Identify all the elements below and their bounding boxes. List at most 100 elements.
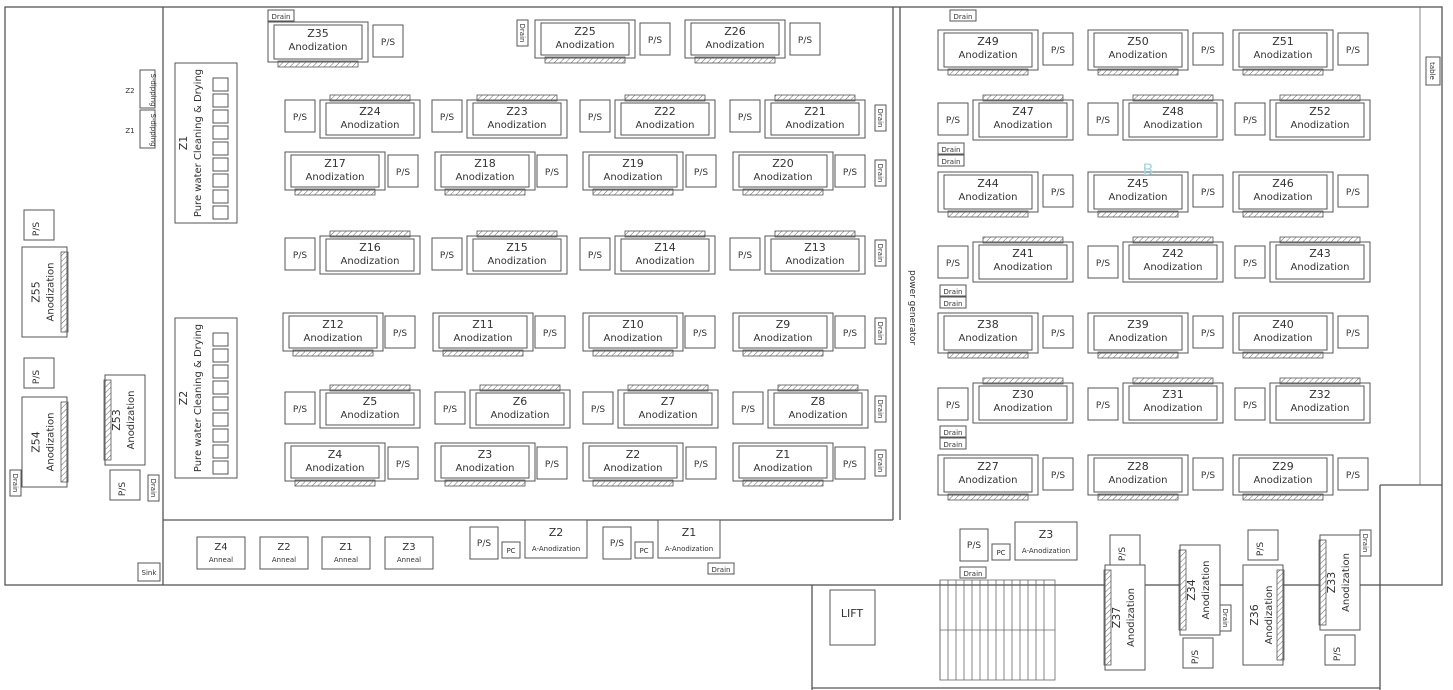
station-id: Z8 (811, 395, 826, 408)
power-supply (1337, 315, 1369, 349)
tank-inner (1128, 102, 1218, 138)
power-supply (1324, 634, 1356, 666)
station-id: Z24 (359, 105, 381, 118)
power-supply (579, 237, 611, 271)
tank-inner (620, 238, 710, 272)
power-supply-label: P/S (693, 329, 707, 339)
station-id: Z47 (1012, 105, 1034, 118)
power-supply (639, 22, 671, 56)
power-supply-label: P/S (443, 405, 457, 415)
drain: Drain (874, 449, 887, 477)
power-supply-label: P/S (1243, 401, 1257, 411)
station-id: Z33 (1325, 572, 1338, 594)
tank-inner (1093, 457, 1183, 493)
s-dipping-label: S-dipping (149, 113, 157, 146)
tank-hatch (60, 401, 69, 483)
power-supply-label: P/S (1243, 259, 1257, 269)
drain-label: Drain (944, 288, 963, 296)
station-process: Anodization (959, 192, 1018, 203)
tank-inner (588, 154, 678, 188)
station-id: Z12 (322, 318, 344, 331)
tank-hatch (294, 188, 376, 196)
drain-label: Drain (944, 429, 963, 437)
power-supply (789, 22, 821, 56)
power-supply (23, 357, 55, 389)
tank-hatch (947, 210, 1029, 218)
station-process: Anodization (1109, 475, 1168, 486)
station-id: Z29 (1272, 460, 1294, 473)
drain: Drain (267, 9, 295, 22)
station-id: Z35 (307, 27, 329, 40)
station-process: Anodization (1291, 403, 1350, 414)
station-process: Anodization (604, 333, 663, 344)
station-process: Anodization (786, 120, 845, 131)
station-process: Anodization (604, 172, 663, 183)
station-id: Z22 (654, 105, 676, 118)
power-supply (284, 99, 316, 133)
station-id: Z39 (1127, 318, 1149, 331)
power-supply-label: P/S (967, 541, 981, 551)
tank-hatch (294, 479, 376, 487)
tank-inner (325, 392, 415, 426)
station-id: Z30 (1012, 388, 1034, 401)
drain-label: Drain (942, 146, 961, 154)
tank-inner (290, 154, 380, 188)
station-process: Anodization (1126, 588, 1137, 647)
power-supply-label: P/S (396, 460, 410, 470)
tank-inner (1093, 174, 1183, 210)
tank-hatch (982, 236, 1064, 244)
a-anod-label: A-Anodization (1022, 547, 1070, 555)
power-supply-label: P/S (1256, 542, 1266, 556)
power-supply (284, 237, 316, 271)
drain: Drain (1219, 604, 1232, 632)
tank-body (104, 374, 146, 466)
station-id: Z20 (772, 157, 794, 170)
station-process: Anodization (1144, 403, 1203, 414)
power-supply (1182, 637, 1214, 669)
power-supply (1192, 32, 1224, 66)
station-process: Anodization (1144, 120, 1203, 131)
tank-hatch (1132, 94, 1214, 102)
power-supply (1337, 32, 1369, 66)
station-process: Anodization (604, 463, 663, 474)
power-supply (387, 154, 419, 188)
tank-hatch (1097, 351, 1179, 359)
station-id: Z14 (654, 241, 676, 254)
anneal-label: Anneal (397, 556, 421, 564)
tank-hatch (1242, 493, 1324, 501)
drain-label: Drain (712, 566, 731, 574)
station-id: Z15 (506, 241, 528, 254)
tank-hatch (1242, 210, 1324, 218)
station-id: Z54 (30, 431, 43, 453)
drain-label: Drain (942, 158, 961, 166)
station-id: Z7 (661, 395, 676, 408)
drain-label: Drain (876, 164, 884, 183)
station-process: Anodization (456, 172, 515, 183)
power-supply (1234, 387, 1266, 421)
power-supply-label: P/S (1201, 46, 1215, 56)
pure-water-label: Pure water Cleaning & Drying (193, 324, 204, 472)
power-supply (1109, 534, 1141, 566)
tank-hatch (694, 56, 776, 64)
power-supply-label: P/S (1346, 46, 1360, 56)
station-process: Anodization (706, 40, 765, 51)
drain: Drain (874, 317, 887, 345)
station-id: Z40 (1272, 318, 1294, 331)
s-dipping-id: Z1 (125, 127, 134, 135)
tank-hatch (592, 188, 674, 196)
power-supply-label: P/S (694, 460, 708, 470)
power-supply-label: P/S (32, 370, 42, 384)
